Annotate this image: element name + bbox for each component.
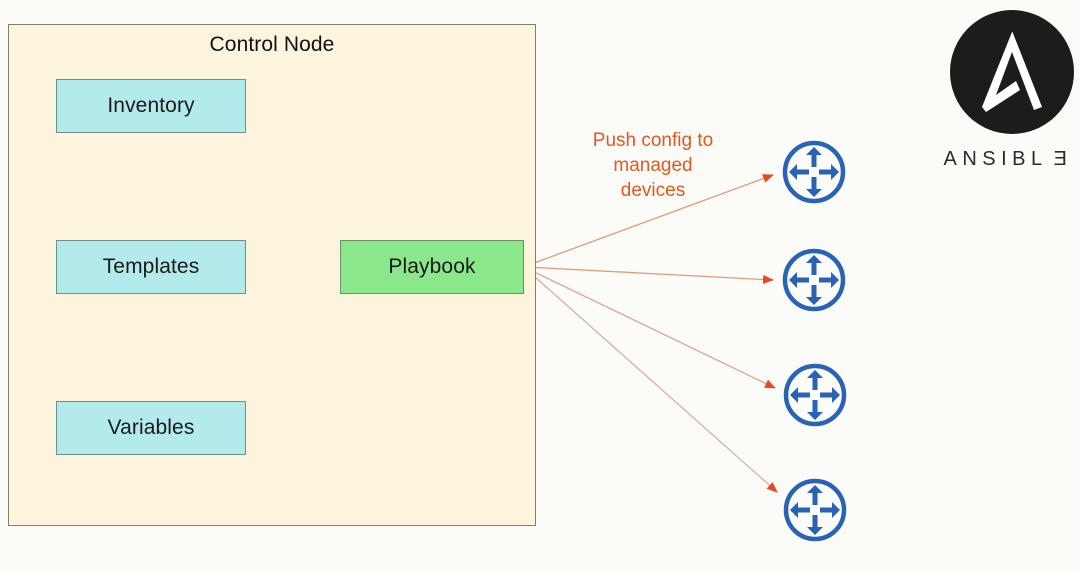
arrow-playbook-to-device-1 xyxy=(525,174,774,267)
push-config-line-3: devices xyxy=(620,180,686,201)
templates-box[interactable]: Templates xyxy=(56,240,246,294)
control-node-title: Control Node xyxy=(209,33,335,56)
playbook-box[interactable]: Playbook xyxy=(340,240,524,294)
ansible-wordmark-main: ANSIBL xyxy=(943,148,1048,170)
arrow-playbook-to-device-4 xyxy=(525,268,778,493)
ansible-logo-mark xyxy=(950,10,1074,134)
arrow-playbook-to-device-3 xyxy=(525,267,776,389)
inventory-box[interactable]: Inventory xyxy=(56,79,246,133)
ansible-logo: ANSIBLE xyxy=(934,8,1076,188)
push-config-line-2: managed xyxy=(613,155,693,176)
router-icon[interactable] xyxy=(783,478,847,542)
router-icon[interactable] xyxy=(783,363,847,427)
router-icon[interactable] xyxy=(782,248,846,312)
arrow-playbook-to-device-2 xyxy=(525,266,774,284)
ansible-wordmark: ANSIBLE xyxy=(934,148,1076,171)
push-config-annotation: Push config to managed devices xyxy=(570,128,736,203)
push-config-line-1: Push config to xyxy=(592,130,714,151)
variables-box[interactable]: Variables xyxy=(56,401,246,455)
ansible-wordmark-last-letter: E xyxy=(1047,148,1067,170)
router-icon[interactable] xyxy=(782,140,846,204)
